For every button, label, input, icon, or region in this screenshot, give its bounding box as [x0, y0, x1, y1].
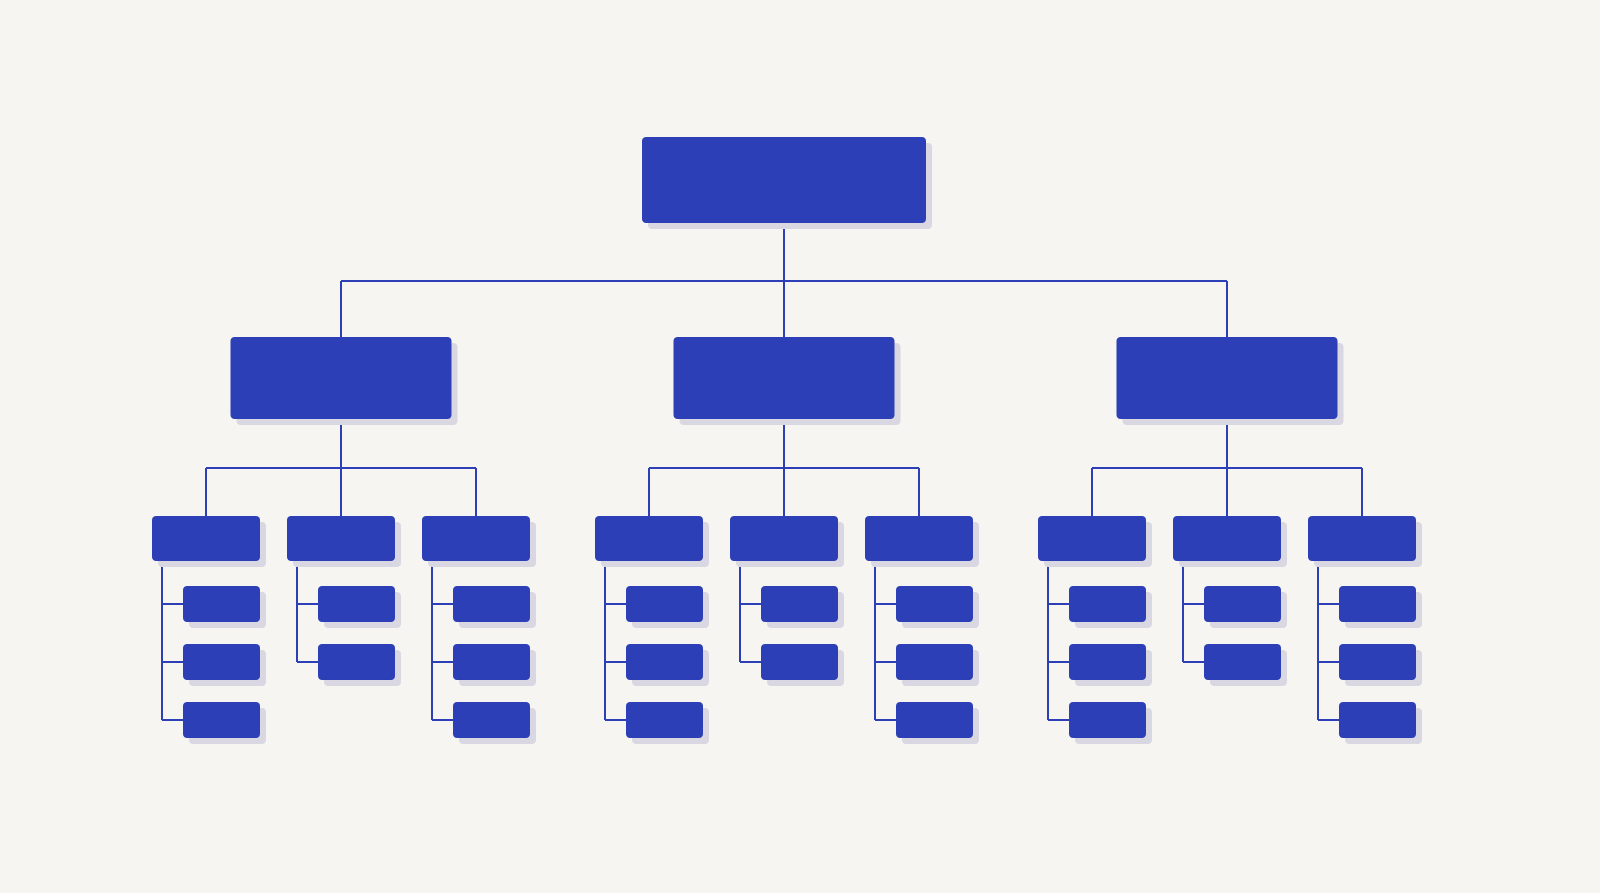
- team-3-1-member-3-node: [1069, 702, 1152, 744]
- team-1-1-node: [152, 516, 266, 567]
- team-2-3-member-2-node: [896, 644, 979, 686]
- node-layer: [152, 137, 1422, 744]
- team-2-3-member-3-node-box: [896, 702, 973, 738]
- team-1-1-member-2-node-box: [183, 644, 260, 680]
- team-3-3-member-1-node-box: [1339, 586, 1416, 622]
- team-1-2-member-1-node: [318, 586, 401, 628]
- team-3-1-member-1-node-box: [1069, 586, 1146, 622]
- team-2-2-member-2-node: [761, 644, 844, 686]
- team-3-3-member-3-node-box: [1339, 702, 1416, 738]
- team-1-3-node-box: [422, 516, 530, 561]
- team-2-1-member-3-node-box: [626, 702, 703, 738]
- team-1-3-member-1-node: [453, 586, 536, 628]
- team-2-2-node-box: [730, 516, 838, 561]
- team-1-1-member-3-node-box: [183, 702, 260, 738]
- team-2-3-node-box: [865, 516, 973, 561]
- team-2-1-node-box: [595, 516, 703, 561]
- division-3-node: [1116, 337, 1344, 425]
- team-1-2-node-box: [287, 516, 395, 561]
- team-3-1-member-3-node-box: [1069, 702, 1146, 738]
- division-1-node-box: [230, 337, 452, 419]
- team-2-1-node: [595, 516, 709, 567]
- team-3-1-member-1-node: [1069, 586, 1152, 628]
- team-1-3-member-3-node: [453, 702, 536, 744]
- team-3-3-member-1-node: [1339, 586, 1422, 628]
- team-1-1-member-3-node: [183, 702, 266, 744]
- team-3-3-member-2-node-box: [1339, 644, 1416, 680]
- team-2-1-member-2-node-box: [626, 644, 703, 680]
- team-3-1-member-2-node-box: [1069, 644, 1146, 680]
- team-3-1-node-box: [1038, 516, 1146, 561]
- team-1-3-node: [422, 516, 536, 567]
- division-3-node-box: [1116, 337, 1338, 419]
- team-3-3-member-3-node: [1339, 702, 1422, 744]
- team-3-2-member-2-node-box: [1204, 644, 1281, 680]
- root-node-box: [642, 137, 926, 223]
- team-1-3-member-1-node-box: [453, 586, 530, 622]
- team-2-3-member-3-node: [896, 702, 979, 744]
- team-1-3-member-3-node-box: [453, 702, 530, 738]
- team-2-3-member-1-node: [896, 586, 979, 628]
- connector-layer: [161, 223, 1363, 721]
- team-1-2-member-1-node-box: [318, 586, 395, 622]
- team-3-3-node-box: [1308, 516, 1416, 561]
- division-2-node-box: [673, 337, 895, 419]
- team-1-1-node-box: [152, 516, 260, 561]
- division-2-node: [673, 337, 901, 425]
- team-2-1-member-3-node: [626, 702, 709, 744]
- team-3-2-node-box: [1173, 516, 1281, 561]
- team-1-2-member-2-node-box: [318, 644, 395, 680]
- team-3-3-member-2-node: [1339, 644, 1422, 686]
- team-2-3-member-2-node-box: [896, 644, 973, 680]
- division-1-node: [230, 337, 458, 425]
- team-2-3-member-1-node-box: [896, 586, 973, 622]
- team-2-1-member-2-node: [626, 644, 709, 686]
- team-2-2-member-1-node: [761, 586, 844, 628]
- team-2-2-member-1-node-box: [761, 586, 838, 622]
- team-1-1-member-2-node: [183, 644, 266, 686]
- team-1-3-member-2-node: [453, 644, 536, 686]
- team-1-1-member-1-node-box: [183, 586, 260, 622]
- team-1-1-member-1-node: [183, 586, 266, 628]
- team-1-3-member-2-node-box: [453, 644, 530, 680]
- team-3-2-member-2-node: [1204, 644, 1287, 686]
- team-1-2-member-2-node: [318, 644, 401, 686]
- team-2-1-member-1-node-box: [626, 586, 703, 622]
- team-3-3-node: [1308, 516, 1422, 567]
- team-3-2-member-1-node: [1204, 586, 1287, 628]
- team-1-2-node: [287, 516, 401, 567]
- team-3-1-member-2-node: [1069, 644, 1152, 686]
- team-2-3-node: [865, 516, 979, 567]
- team-3-2-node: [1173, 516, 1287, 567]
- team-2-1-member-1-node: [626, 586, 709, 628]
- team-2-2-member-2-node-box: [761, 644, 838, 680]
- team-3-2-member-1-node-box: [1204, 586, 1281, 622]
- root-node: [642, 137, 932, 229]
- team-2-2-node: [730, 516, 844, 567]
- team-3-1-node: [1038, 516, 1152, 567]
